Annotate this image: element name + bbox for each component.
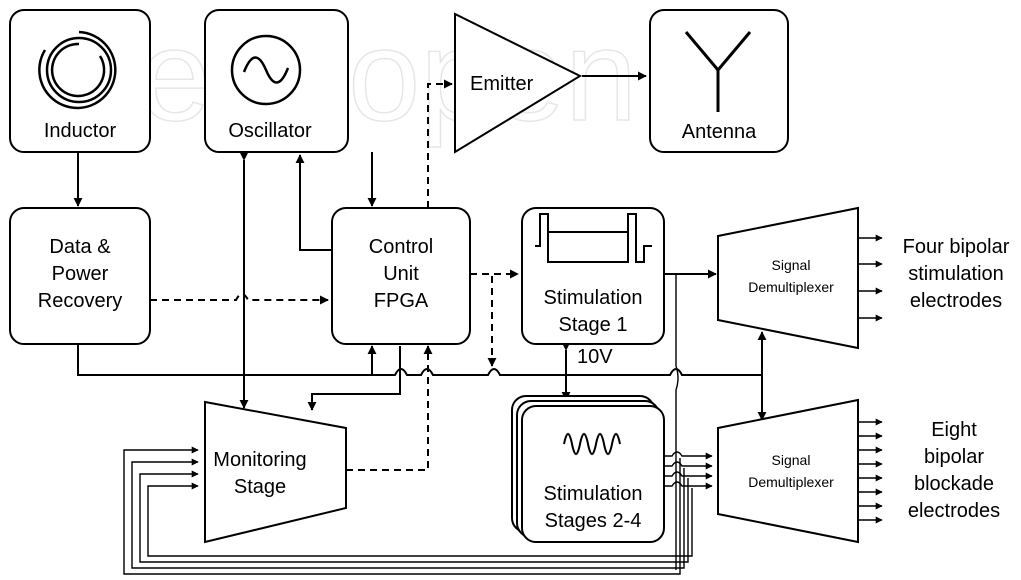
monitoring-stage-block: Monitoring Stage: [204, 400, 347, 544]
stim24-line-1: Stimulation: [544, 483, 643, 505]
voltage-label: 10V: [577, 346, 613, 368]
out2-line-3: blockade: [914, 473, 994, 495]
out1-line-3: electrodes: [910, 290, 1002, 312]
out2-line-4: electrodes: [908, 500, 1000, 522]
inductor-block: Inductor: [9, 9, 151, 153]
data-power-recovery-block: Data & Power Recovery: [9, 207, 151, 345]
stim1-line-2: Stage 1: [559, 314, 628, 336]
connections: [73, 71, 883, 575]
emitter-block: Emitter: [454, 12, 583, 154]
stimulation-stage-1-block: Stimulation Stage 1: [521, 207, 665, 345]
control-line-1: Control: [369, 236, 433, 258]
data-power-line-3: Recovery: [38, 290, 122, 312]
stim1-line-1: Stimulation: [544, 287, 643, 309]
coil-icon: [38, 30, 117, 110]
output-label-blockade: Eight bipolar blockade electrodes: [908, 419, 1000, 522]
signal-demultiplexer-2-block: Signal Demultiplexer: [717, 398, 859, 544]
emitter-label: Emitter: [470, 73, 534, 95]
demux1-line-2: Demultiplexer: [748, 279, 834, 295]
demux2-line-1: Signal: [772, 452, 811, 468]
antenna-icon: [684, 31, 752, 112]
monitor-line-1: Monitoring: [213, 449, 306, 471]
data-power-line-1: Data &: [49, 236, 111, 258]
control-line-3: FPGA: [374, 290, 429, 312]
signal-demultiplexer-1-block: Signal Demultiplexer: [717, 206, 859, 350]
stim24-line-2: Stages 2-4: [545, 510, 642, 532]
out2-line-1: Eight: [931, 419, 977, 441]
data-power-line-2: Power: [52, 263, 109, 285]
control-unit-block: Control Unit FPGA: [331, 207, 471, 345]
biphasic-pulse-icon: [535, 213, 652, 263]
demux2-line-2: Demultiplexer: [748, 474, 834, 490]
control-line-2: Unit: [383, 263, 419, 285]
sine-source-icon: [230, 34, 302, 106]
out1-line-2: stimulation: [908, 263, 1004, 285]
monitor-line-2: Stage: [234, 476, 286, 498]
stimulation-stages-2-4-block: Stimulation Stages 2-4: [511, 395, 665, 543]
out2-line-2: bipolar: [924, 446, 984, 468]
output-label-stimulation: Four bipolar stimulation electrodes: [903, 236, 1010, 312]
antenna-block: Antenna: [649, 9, 789, 153]
oscillator-label: Oscillator: [228, 120, 312, 142]
sine-wave-icon: [563, 433, 621, 455]
out1-line-1: Four bipolar: [903, 236, 1010, 258]
oscillator-block: Oscillator: [204, 9, 349, 153]
inductor-label: Inductor: [44, 120, 117, 142]
antenna-label: Antenna: [682, 121, 757, 143]
demux1-line-1: Signal: [772, 257, 811, 273]
